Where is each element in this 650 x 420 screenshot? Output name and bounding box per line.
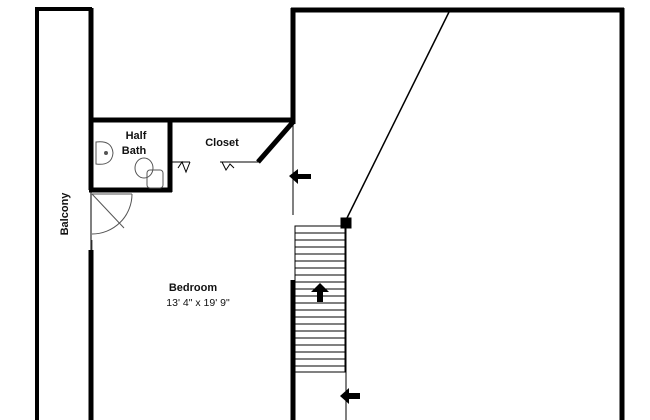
arrow-left-icon (340, 388, 360, 404)
door-swing-icon (91, 193, 133, 250)
sink-icon (95, 141, 114, 165)
open-area-walls (290, 7, 625, 420)
half-bath-label-line1: Half (126, 130, 147, 142)
arrow-up-icon (311, 283, 329, 302)
diagonal-beam (340, 9, 451, 229)
closet-label: Closet (205, 137, 239, 149)
balcony-label: Balcony (59, 192, 71, 236)
toilet-icon (134, 157, 164, 189)
closet-doors (177, 160, 235, 174)
arrow-left-icon (289, 169, 311, 184)
balcony-walls (35, 7, 92, 420)
bedroom-dimensions: 13' 4" x 19' 9" (166, 297, 230, 309)
bath-closet-walls (89, 8, 296, 193)
staircase (294, 225, 347, 420)
bedroom-label: Bedroom (169, 282, 218, 294)
half-bath-label-line2: Bath (122, 145, 147, 157)
